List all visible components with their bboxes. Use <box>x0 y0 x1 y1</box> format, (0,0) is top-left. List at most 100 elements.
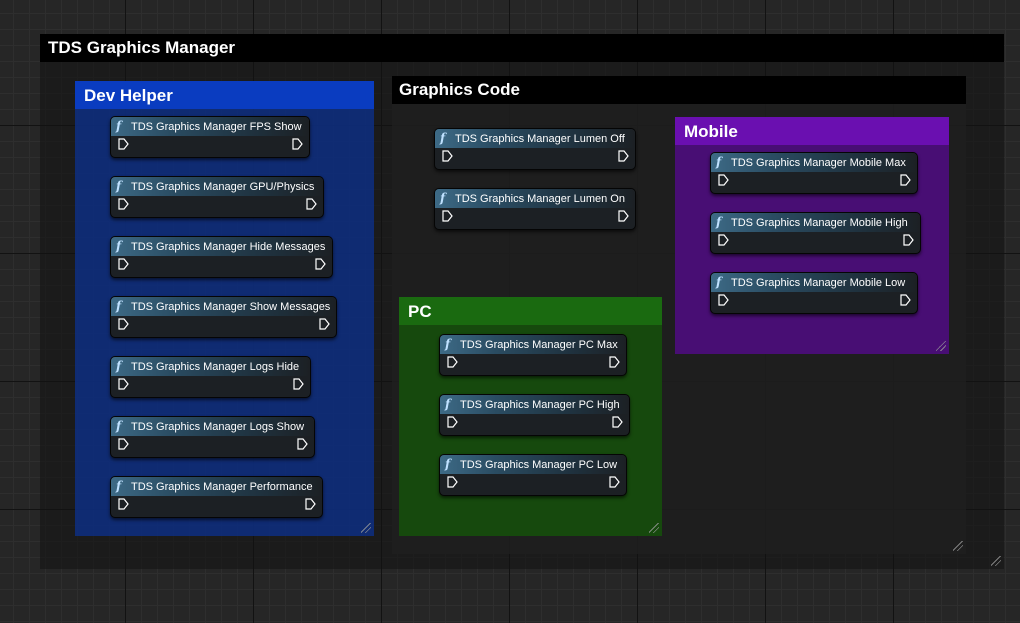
exec-pin-icon[interactable] <box>117 318 129 330</box>
node-title-text: TDS Graphics Manager Hide Messages <box>131 241 326 253</box>
function-icon: f <box>445 337 451 351</box>
exec-pin-icon[interactable] <box>608 356 620 368</box>
exec-pin-icon[interactable] <box>446 476 458 488</box>
resize-handle-icon[interactable] <box>361 523 371 533</box>
function-icon: f <box>440 131 446 145</box>
node-mobile-max[interactable]: f TDS Graphics Manager Mobile Max <box>710 152 918 194</box>
resize-handle-icon[interactable] <box>936 341 946 351</box>
function-icon: f <box>116 179 122 193</box>
exec-pin-icon[interactable] <box>717 174 729 186</box>
exec-pin-icon[interactable] <box>899 174 911 186</box>
comment-title-text: Graphics Code <box>399 80 520 99</box>
exec-pin-icon[interactable] <box>117 498 129 510</box>
exec-pin-icon[interactable] <box>117 198 129 210</box>
node-title[interactable]: f TDS Graphics Manager PC High <box>440 395 629 414</box>
node-pc-low[interactable]: f TDS Graphics Manager PC Low <box>439 454 627 496</box>
comment-title[interactable]: Dev Helper <box>75 81 374 109</box>
node-title[interactable]: f TDS Graphics Manager Performance <box>111 477 322 496</box>
exec-pin-icon[interactable] <box>292 378 304 390</box>
comment-title-text: PC <box>408 302 432 321</box>
node-title[interactable]: f TDS Graphics Manager Mobile Max <box>711 153 917 172</box>
node-title-text: TDS Graphics Manager Logs Hide <box>131 361 300 373</box>
function-icon: f <box>116 479 122 493</box>
node-title-text: TDS Graphics Manager PC Low <box>460 459 618 471</box>
node-title-text: TDS Graphics Manager FPS Show <box>131 121 302 133</box>
exec-pin-icon[interactable] <box>117 138 129 150</box>
node-title[interactable]: f TDS Graphics Manager Mobile Low <box>711 273 917 292</box>
resize-handle-icon[interactable] <box>953 541 963 551</box>
function-icon: f <box>716 155 722 169</box>
node-logs-hide[interactable]: f TDS Graphics Manager Logs Hide <box>110 356 311 398</box>
function-icon: f <box>116 299 122 313</box>
exec-pin-icon[interactable] <box>902 234 914 246</box>
exec-pin-icon[interactable] <box>717 294 729 306</box>
node-title[interactable]: f TDS Graphics Manager Logs Hide <box>111 357 310 376</box>
node-title-text: TDS Graphics Manager PC High <box>460 399 620 411</box>
function-icon: f <box>716 215 722 229</box>
comment-title[interactable]: TDS Graphics Manager <box>40 34 1004 62</box>
exec-pin-icon[interactable] <box>305 198 317 210</box>
node-title-text: TDS Graphics Manager Logs Show <box>131 421 305 433</box>
exec-pin-icon[interactable] <box>608 476 620 488</box>
node-title[interactable]: f TDS Graphics Manager PC Low <box>440 455 626 474</box>
exec-pin-icon[interactable] <box>117 378 129 390</box>
comment-title[interactable]: PC <box>399 297 662 325</box>
node-pc-max[interactable]: f TDS Graphics Manager PC Max <box>439 334 627 376</box>
function-icon: f <box>445 397 451 411</box>
node-title[interactable]: f TDS Graphics Manager GPU/Physics <box>111 177 323 196</box>
comment-title[interactable]: Mobile <box>675 117 949 145</box>
node-title[interactable]: f TDS Graphics Manager PC Max <box>440 335 626 354</box>
node-title-text: TDS Graphics Manager Mobile High <box>731 217 908 229</box>
resize-handle-icon[interactable] <box>649 523 659 533</box>
node-title-text: TDS Graphics Manager Performance <box>131 481 313 493</box>
exec-pin-icon[interactable] <box>717 234 729 246</box>
exec-pin-icon[interactable] <box>304 498 316 510</box>
node-title-text: TDS Graphics Manager GPU/Physics <box>131 181 315 193</box>
node-mobile-low[interactable]: f TDS Graphics Manager Mobile Low <box>710 272 918 314</box>
exec-pin-icon[interactable] <box>446 416 458 428</box>
node-pc-high[interactable]: f TDS Graphics Manager PC High <box>439 394 630 436</box>
node-title[interactable]: f TDS Graphics Manager Hide Messages <box>111 237 332 256</box>
node-hide-messages[interactable]: f TDS Graphics Manager Hide Messages <box>110 236 333 278</box>
node-title-text: TDS Graphics Manager Mobile Low <box>731 277 906 289</box>
node-title-text: TDS Graphics Manager Lumen Off <box>455 133 625 145</box>
node-lumen-off[interactable]: f TDS Graphics Manager Lumen Off <box>434 128 636 170</box>
exec-pin-icon[interactable] <box>117 258 129 270</box>
function-icon: f <box>716 275 722 289</box>
node-title-text: TDS Graphics Manager PC Max <box>460 339 618 351</box>
node-gpu-physics[interactable]: f TDS Graphics Manager GPU/Physics <box>110 176 324 218</box>
node-mobile-high[interactable]: f TDS Graphics Manager Mobile High <box>710 212 921 254</box>
resize-handle-icon[interactable] <box>991 556 1001 566</box>
node-title-text: TDS Graphics Manager Lumen On <box>455 193 625 205</box>
node-title-text: TDS Graphics Manager Mobile Max <box>731 157 906 169</box>
function-icon: f <box>445 457 451 471</box>
exec-pin-icon[interactable] <box>617 150 629 162</box>
exec-pin-icon[interactable] <box>296 438 308 450</box>
exec-pin-icon[interactable] <box>314 258 326 270</box>
function-icon: f <box>116 359 122 373</box>
exec-pin-icon[interactable] <box>441 150 453 162</box>
function-icon: f <box>116 239 122 253</box>
node-title[interactable]: f TDS Graphics Manager Mobile High <box>711 213 920 232</box>
exec-pin-icon[interactable] <box>117 438 129 450</box>
comment-title-text: Mobile <box>684 122 738 141</box>
comment-title-text: TDS Graphics Manager <box>48 38 236 57</box>
exec-pin-icon[interactable] <box>617 210 629 222</box>
node-title[interactable]: f TDS Graphics Manager Lumen Off <box>435 129 635 148</box>
exec-pin-icon[interactable] <box>318 318 330 330</box>
node-performance[interactable]: f TDS Graphics Manager Performance <box>110 476 323 518</box>
exec-pin-icon[interactable] <box>441 210 453 222</box>
exec-pin-icon[interactable] <box>899 294 911 306</box>
comment-title[interactable]: Graphics Code <box>392 76 966 104</box>
exec-pin-icon[interactable] <box>291 138 303 150</box>
exec-pin-icon[interactable] <box>611 416 623 428</box>
exec-pin-icon[interactable] <box>446 356 458 368</box>
